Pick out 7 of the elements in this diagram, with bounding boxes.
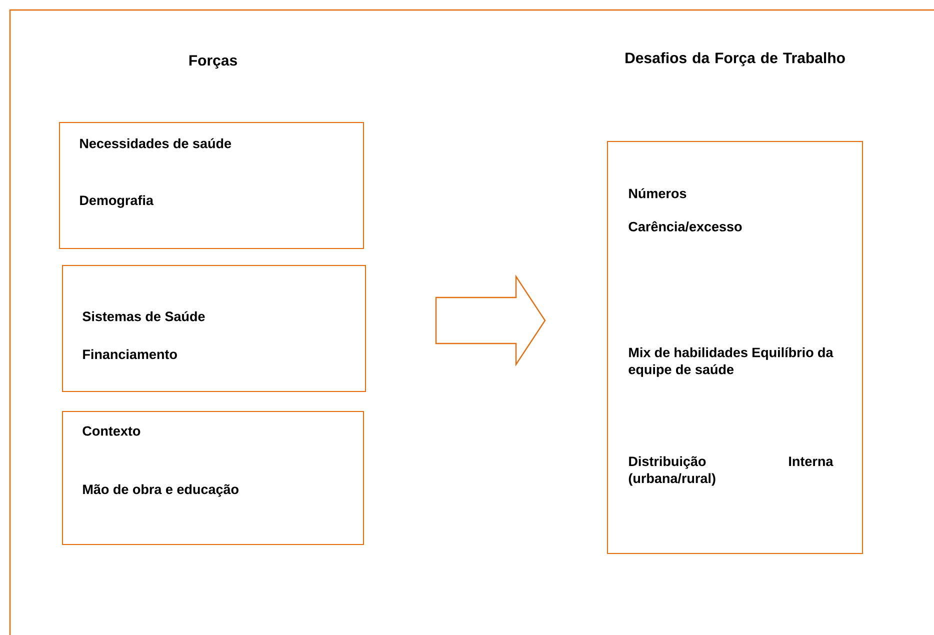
text-box: Números Carência/excesso Mix de habilidades Equilíbrio da equipe de saúde Distribuição Interna (urbana/rural) xyxy=(607,141,863,554)
column-heading: Desafios da Força de Trabalho xyxy=(626,52,845,66)
column-heading: Forças xyxy=(189,55,237,69)
text-box: Contexto Mão de obra e educação xyxy=(62,411,364,545)
text-box: Necessidades de saúde Demografia xyxy=(59,122,364,249)
block-arrow xyxy=(435,274,546,366)
text-box: Sistemas de Saúde Financiamento xyxy=(62,265,366,392)
